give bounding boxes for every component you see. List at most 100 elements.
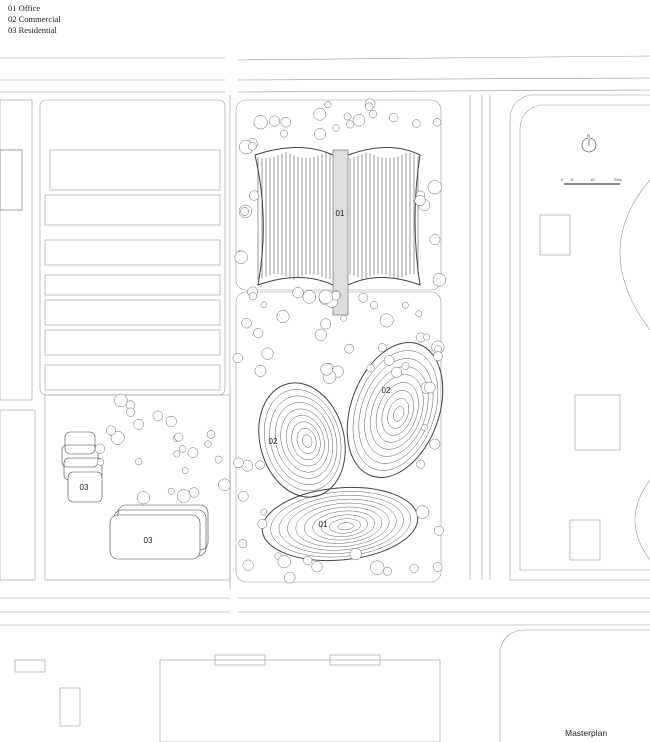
tree xyxy=(320,318,332,330)
tree xyxy=(253,115,268,130)
tree xyxy=(133,418,144,430)
tree xyxy=(332,124,340,132)
tree xyxy=(429,234,441,246)
tree xyxy=(314,328,327,341)
residential-large-building: 03 xyxy=(109,504,209,560)
contour-ring xyxy=(370,374,424,450)
tree xyxy=(218,478,231,492)
trees xyxy=(94,98,447,584)
tree xyxy=(165,415,177,428)
tree xyxy=(303,556,313,566)
tree xyxy=(415,310,423,318)
tree xyxy=(178,445,187,453)
tree xyxy=(249,190,260,201)
tree xyxy=(415,505,430,519)
contour-ring xyxy=(264,389,342,492)
tree xyxy=(370,560,385,575)
tree xyxy=(401,362,410,370)
tree xyxy=(391,366,403,378)
contour-ring xyxy=(304,506,383,544)
contour-ring xyxy=(278,495,404,554)
contour-ring xyxy=(364,366,429,457)
tree xyxy=(366,364,375,373)
tree xyxy=(248,292,257,301)
tree xyxy=(311,561,323,573)
tree xyxy=(318,289,333,304)
commercial-west-label: 02 xyxy=(269,437,278,446)
tree xyxy=(253,328,264,338)
tree xyxy=(344,343,355,354)
tree xyxy=(383,355,395,366)
tree xyxy=(189,487,200,498)
tree xyxy=(260,508,268,516)
caption: Masterplan xyxy=(565,728,608,738)
contour-ring xyxy=(258,382,346,498)
tree xyxy=(280,129,288,138)
contour-ring xyxy=(381,390,414,436)
scale-label-0: 0 xyxy=(561,177,564,182)
north-arrow-label: N xyxy=(587,133,590,138)
tree xyxy=(432,273,447,287)
tree xyxy=(421,424,428,431)
tree xyxy=(238,491,249,502)
tree xyxy=(340,314,348,322)
contour-ring xyxy=(274,402,334,479)
contour-ring xyxy=(393,406,405,422)
scale-label-10: 10 xyxy=(590,177,595,182)
tree xyxy=(177,489,191,503)
tree xyxy=(233,457,244,468)
tree xyxy=(214,455,223,464)
tree xyxy=(114,393,128,407)
tree xyxy=(402,301,409,309)
office-north-building: 01 xyxy=(254,147,421,316)
scale-bar: 0 5 10 20m xyxy=(561,177,622,185)
tree xyxy=(276,310,290,324)
contour-ring xyxy=(358,358,434,464)
commercial-west-building: 02 xyxy=(258,382,346,498)
tree xyxy=(370,301,379,310)
contour-ring xyxy=(320,514,368,537)
tree xyxy=(414,194,426,206)
contour-ring xyxy=(312,510,376,541)
tree xyxy=(283,571,296,584)
tree xyxy=(247,142,257,151)
tree xyxy=(412,119,421,128)
legend: 01 Office 02 Commercial 03 Residential xyxy=(8,3,61,36)
contour-ring xyxy=(375,382,419,443)
tree xyxy=(433,351,443,362)
contour-ring xyxy=(296,428,317,454)
roads xyxy=(0,55,650,626)
tree xyxy=(379,313,394,328)
tree xyxy=(429,438,441,450)
commercial-east-label: 02 xyxy=(382,386,391,395)
tree xyxy=(152,410,163,421)
office-south-label: 01 xyxy=(319,520,328,529)
tree xyxy=(432,118,442,127)
tree xyxy=(320,363,333,376)
contour-ring xyxy=(270,491,411,558)
commercial-east-building: 02 xyxy=(346,342,444,478)
tree xyxy=(238,539,248,549)
tree xyxy=(260,301,268,309)
tree xyxy=(255,460,265,470)
legend-item-residential: 03 Residential xyxy=(8,25,57,35)
tree xyxy=(423,333,431,341)
tree xyxy=(106,425,116,436)
tree xyxy=(181,467,189,475)
tree xyxy=(346,120,355,129)
contour-ring xyxy=(269,395,338,485)
office-north-label: 01 xyxy=(336,209,345,218)
contour-ring xyxy=(295,502,390,548)
scale-label-5: 5 xyxy=(571,177,574,182)
scale-label-20m: 20m xyxy=(614,177,622,182)
tree xyxy=(254,365,267,377)
east-block xyxy=(509,94,650,581)
west-block xyxy=(0,99,231,581)
tree xyxy=(136,491,150,505)
tree xyxy=(365,102,374,111)
tree xyxy=(242,559,254,571)
contour-ring xyxy=(352,350,439,471)
tree xyxy=(232,353,243,364)
tree xyxy=(389,112,399,123)
tree xyxy=(257,519,268,529)
